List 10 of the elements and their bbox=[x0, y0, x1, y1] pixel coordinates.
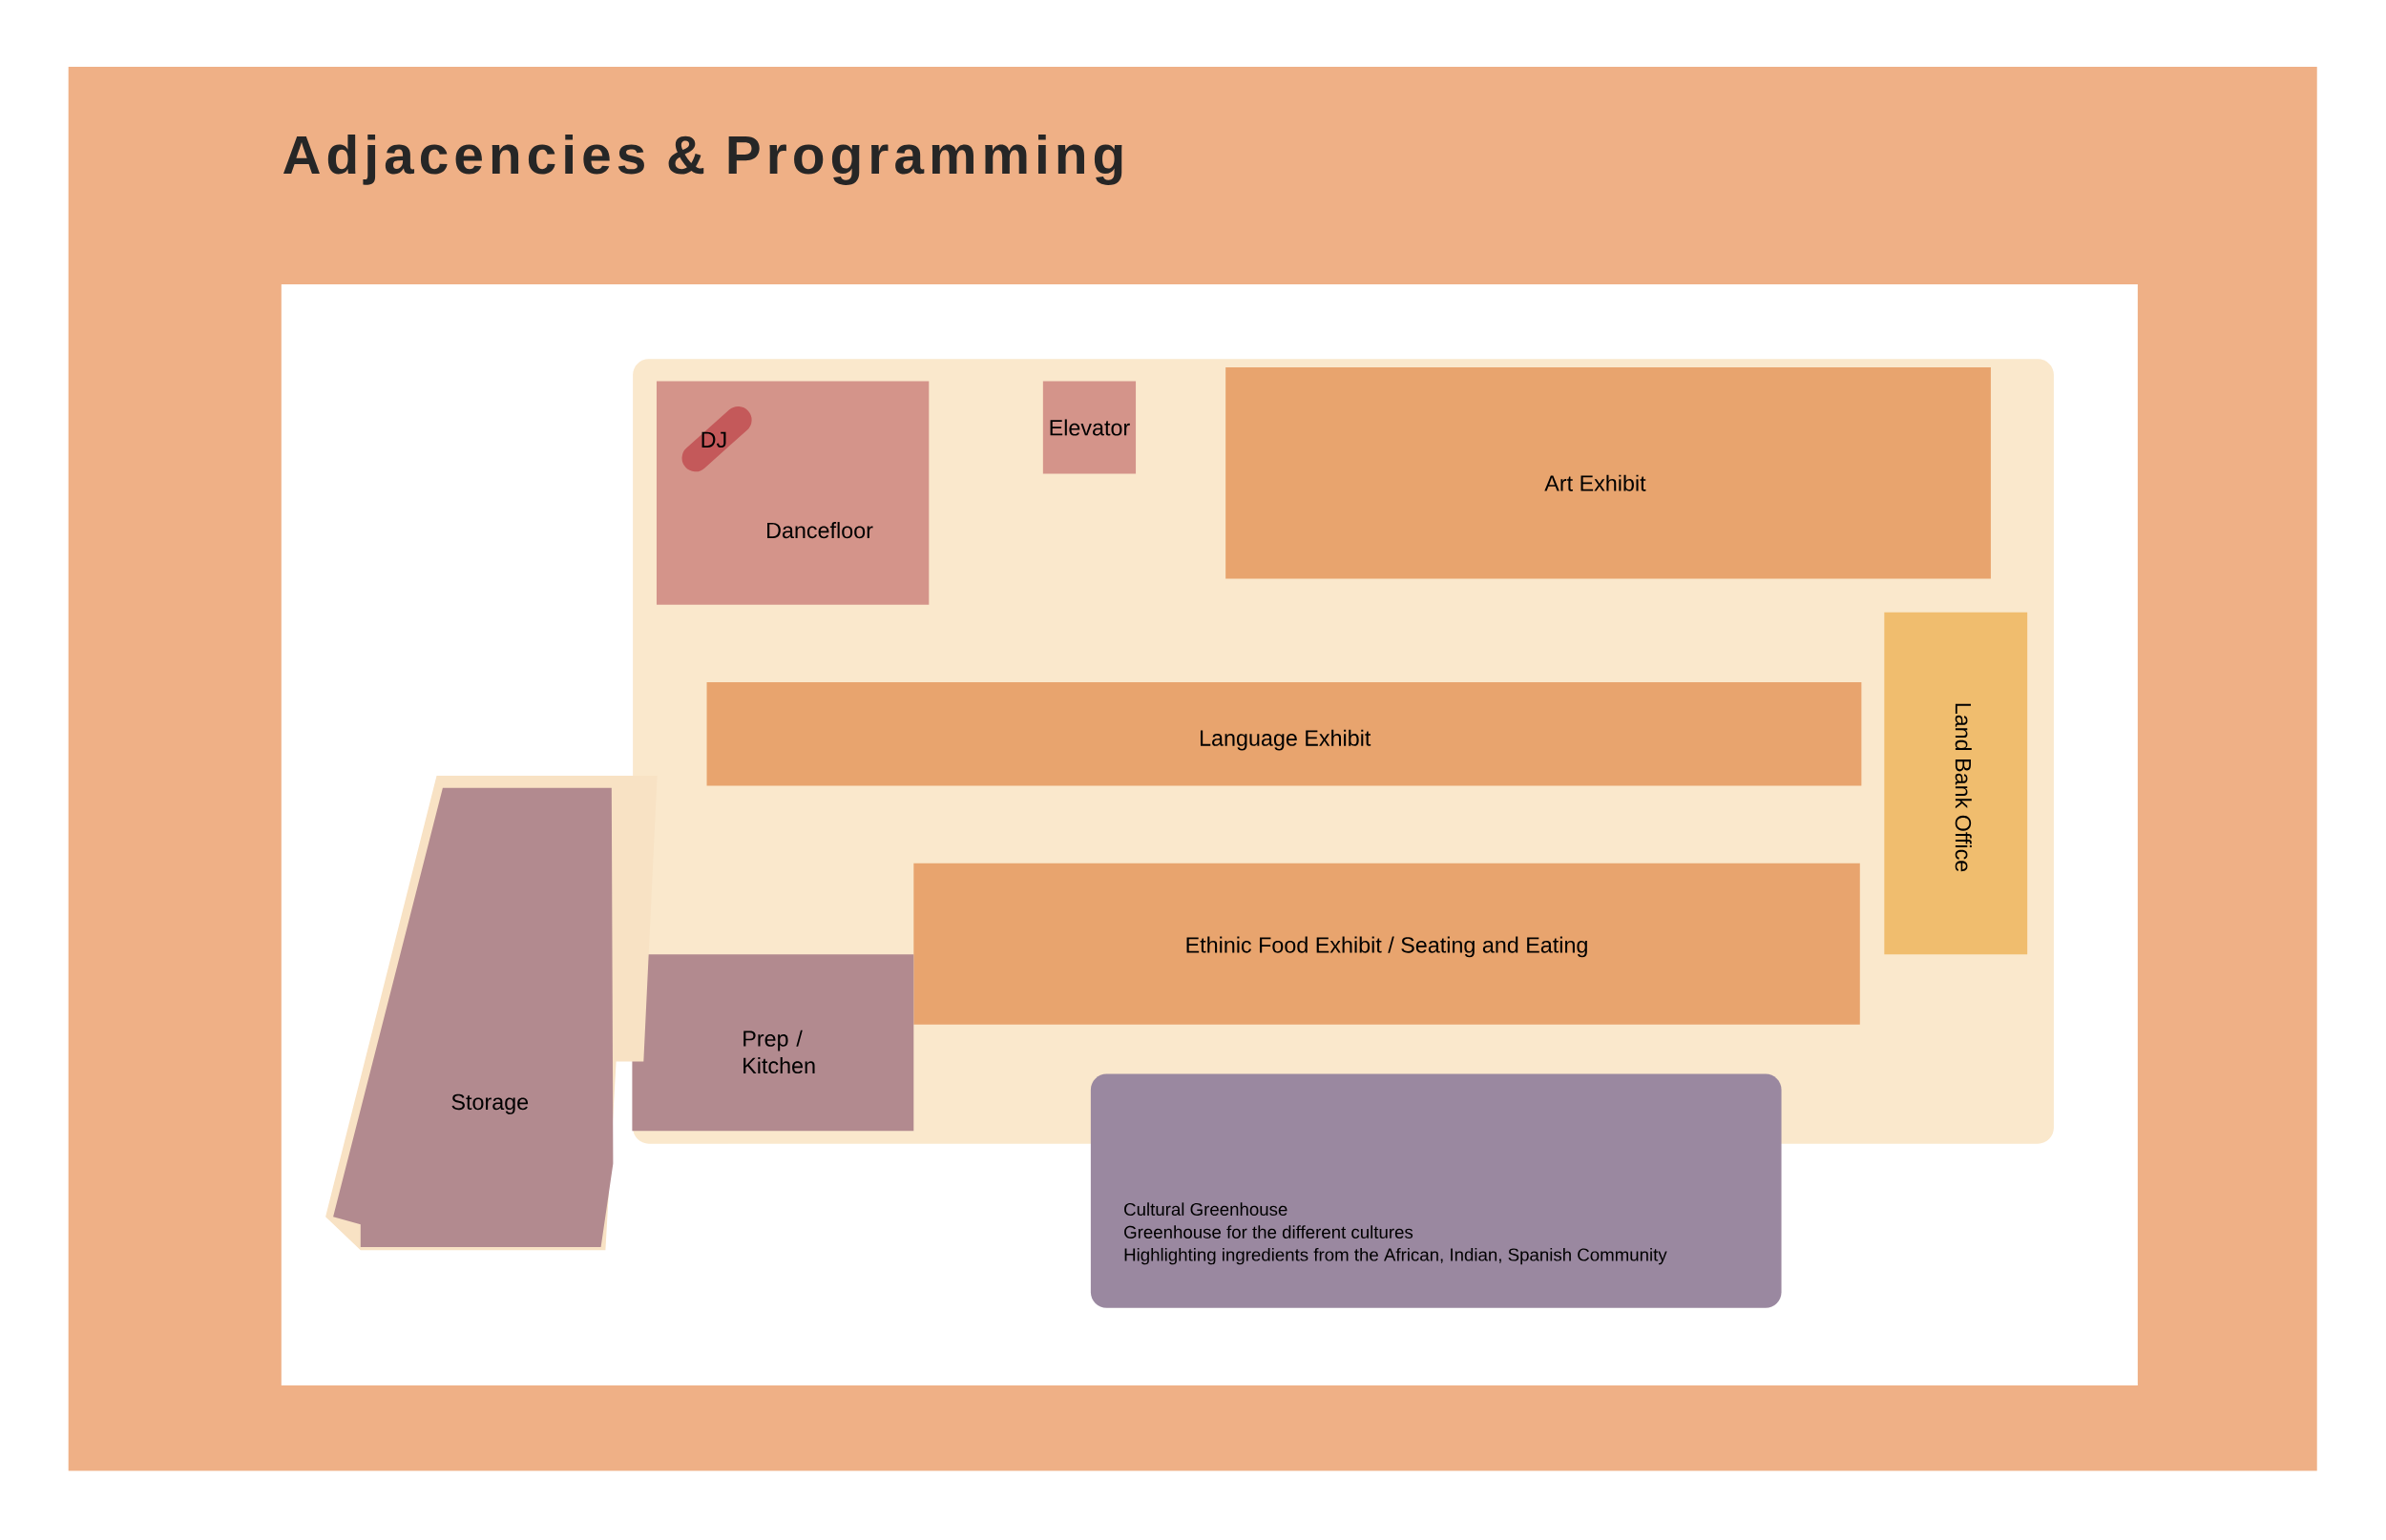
dj-booth: DJ bbox=[681, 406, 752, 472]
elevator-box: Elevator bbox=[1042, 381, 1137, 474]
exhibit-area: Art Exhibit bbox=[1225, 367, 1991, 579]
title: Adjacencies & Programming bbox=[283, 134, 1122, 185]
exhibit-area: Ethinic Food Exhibit / Seating and Eating bbox=[913, 863, 1860, 1025]
office-area: Land Bank Office bbox=[1884, 612, 2028, 955]
greenhouse-area: Cultural Greenhouse Greenhouse for the different cultures Highlighting ingredients from the African, Indian, Spanish Community bbox=[1090, 1073, 1782, 1308]
storage-area: Storage bbox=[325, 775, 658, 1251]
exhibit-area: Language Exhibit bbox=[706, 682, 1862, 786]
kitchen-area: Prep / Kitchen bbox=[632, 954, 914, 1132]
